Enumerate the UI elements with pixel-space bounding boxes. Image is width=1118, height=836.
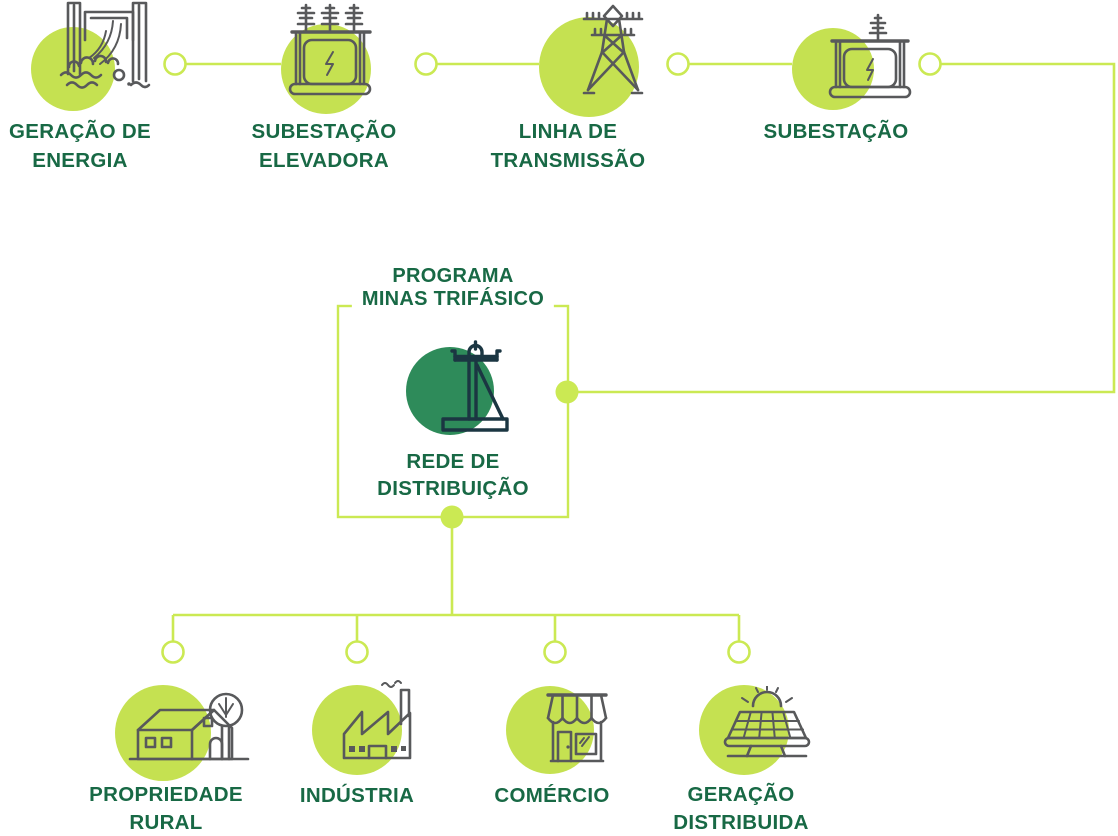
storefront-icon <box>546 693 608 763</box>
utility-pole-icon <box>441 340 509 432</box>
node-ring-4 <box>918 52 942 76</box>
transmission-label-line1: LINHA DE <box>518 120 618 143</box>
distributed-generation-label: GERAÇÃO DISTRIBUIDA <box>673 781 808 836</box>
industry-label-line1: INDÚSTRIA <box>299 784 415 807</box>
substation-label-line1: SUBESTAÇÃO <box>763 120 909 143</box>
commerce-circle <box>506 686 594 774</box>
transmission-line-label: LINHA DE TRANSMISSÃO <box>491 117 646 175</box>
distributed-label-line2: DISTRIBUIDA <box>673 811 809 834</box>
step-up-transformer-icon <box>288 3 372 96</box>
generation-label-line2: ENERGIA <box>32 149 128 172</box>
program-title-line1: PROGRAMA <box>392 265 514 287</box>
node-ring-2 <box>414 52 438 76</box>
distribution-label-line1: REDE DE <box>406 450 500 473</box>
node-ring-commerce <box>543 640 567 664</box>
node-ring-3 <box>666 52 690 76</box>
node-ring-distributed <box>727 640 751 664</box>
industry-label: INDÚSTRIA <box>300 782 414 810</box>
generation-label: GERAÇÃO DE ENERGIA <box>9 117 151 175</box>
substation-label: SUBESTAÇÃO <box>764 117 909 146</box>
commerce-label-line1: COMÉRCIO <box>494 784 610 807</box>
stepup-label-line2: ELEVADORA <box>259 149 389 172</box>
hydro-dam-icon <box>59 1 151 89</box>
distributed-label-line1: GERAÇÃO <box>687 783 795 806</box>
node-ring-rural <box>161 640 185 664</box>
connection-dot-right <box>555 380 579 404</box>
stepup-label-line1: SUBESTAÇÃO <box>251 120 397 143</box>
factory-icon <box>342 680 412 760</box>
generation-label-line1: GERAÇÃO DE <box>9 120 151 143</box>
distribution-label-line2: DISTRIBUIÇÃO <box>377 477 529 500</box>
node-ring-1 <box>163 52 187 76</box>
wire-substation-to-distribution <box>578 62 1116 394</box>
transmission-label-line2: TRANSMISSÃO <box>490 149 646 172</box>
distribution-network-label: REDE DE DISTRIBUIÇÃO <box>377 448 529 502</box>
transformer-icon <box>828 13 912 99</box>
farm-house-icon <box>128 692 250 761</box>
commerce-label: COMÉRCIO <box>494 782 609 810</box>
rural-property-circle <box>115 685 211 781</box>
stepup-substation-label: SUBESTAÇÃO ELEVADORA <box>252 117 397 175</box>
rural-property-label: PROPRIEDADE RURAL <box>89 781 243 836</box>
program-title-line2: MINAS TRIFÁSICO <box>361 288 545 310</box>
program-box-title: PROGRAMA MINAS TRIFÁSICO <box>351 265 555 311</box>
rural-label-line2: RURAL <box>129 811 203 834</box>
node-ring-industry <box>345 640 369 664</box>
connection-dot-bottom <box>440 505 464 529</box>
transmission-tower-icon <box>582 4 644 95</box>
solar-panel-icon <box>723 686 811 758</box>
rural-label-line1: PROPRIEDADE <box>89 783 243 806</box>
